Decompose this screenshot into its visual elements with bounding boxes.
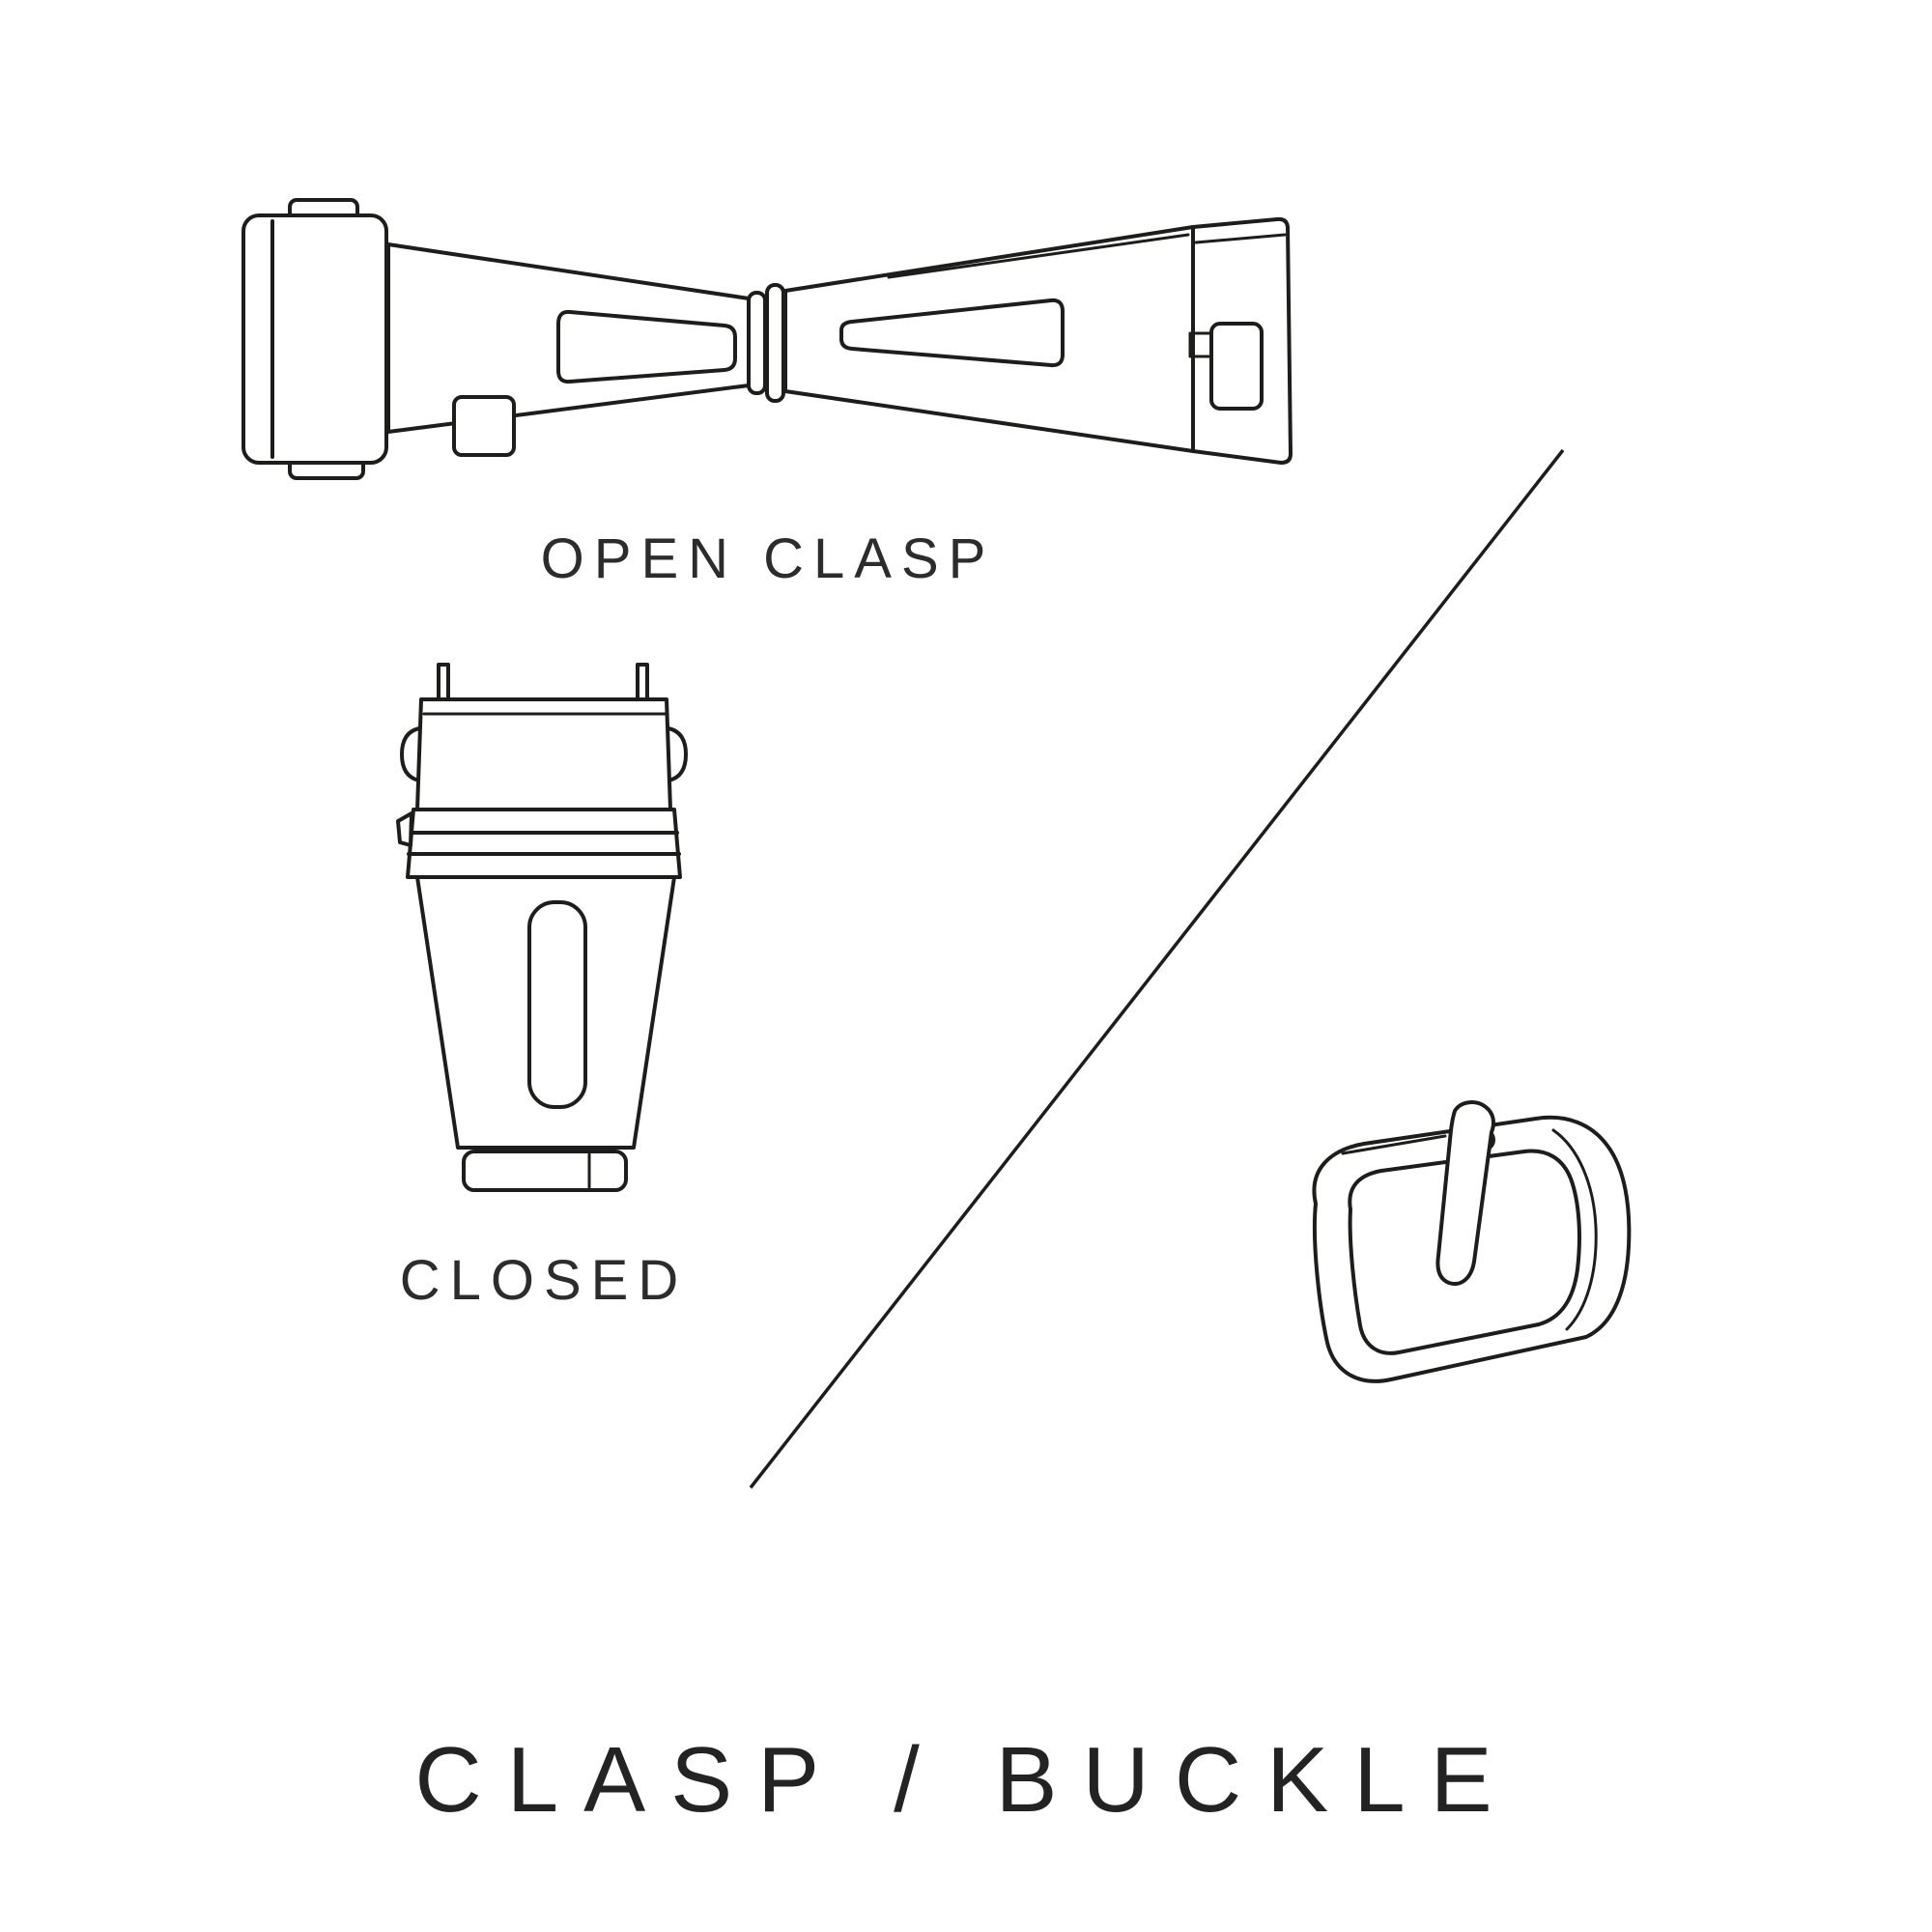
closed-clasp-icon [396, 663, 688, 1192]
spring-bar [1341, 1134, 1447, 1155]
bottom-bar [462, 1150, 628, 1192]
open-clasp-illustration [222, 179, 1314, 497]
right-side-tab [667, 726, 688, 782]
left-arm-window [556, 309, 737, 384]
clasp-body [415, 875, 676, 1150]
right-arm-plate-line [887, 233, 1190, 279]
right-arm-window [839, 298, 1065, 368]
buckle-tang [1435, 1100, 1495, 1286]
page-title: CLASP / BUCKLE [414, 1728, 1518, 1832]
separator-line [749, 448, 1565, 1490]
open-clasp-icon [242, 198, 1293, 480]
catch-hook [1188, 331, 1211, 358]
buckle-icon [1312, 1100, 1632, 1383]
closed-clasp-illustration [384, 653, 703, 1204]
left-side-tab [400, 726, 421, 782]
left-notch [396, 811, 413, 847]
end-bracket-step [1194, 233, 1287, 244]
open-clasp-label: OPEN CLASP [540, 527, 996, 590]
buckle-illustration [1246, 1090, 1662, 1437]
closed-label: CLOSED [399, 1249, 689, 1312]
right-bar-inner-line [1551, 1128, 1598, 1331]
body-slot [527, 900, 587, 1109]
security-hook [452, 395, 516, 457]
catch-slot [1209, 322, 1264, 411]
